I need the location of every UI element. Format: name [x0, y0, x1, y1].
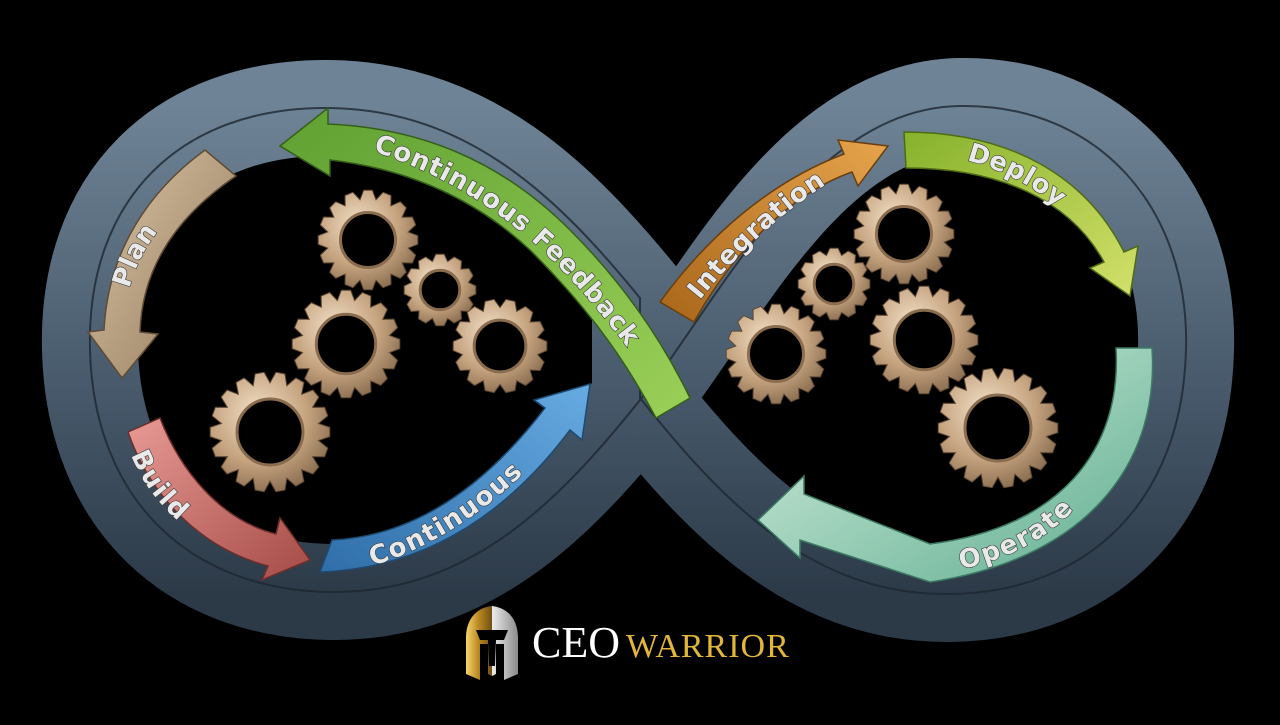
gear-icon — [317, 189, 419, 291]
operate-arrow — [756, 347, 1154, 583]
gear-cluster-right — [725, 183, 1059, 489]
gear-icon — [853, 183, 955, 285]
brand-ceo-text: CEO — [532, 618, 620, 667]
deploy-arrow — [903, 131, 1139, 298]
spartan-helmet-icon — [466, 606, 518, 680]
plan-arrow — [86, 149, 238, 380]
continuous-arrow — [318, 382, 591, 573]
gear-icon — [869, 285, 979, 395]
gear-icon — [291, 289, 401, 399]
continuous-feedback-arrow — [278, 106, 691, 420]
gear-cluster-left — [209, 189, 548, 493]
gear-icon — [725, 303, 827, 405]
gear-icon — [797, 247, 871, 321]
integration-arrow — [658, 139, 890, 324]
gear-icon — [937, 367, 1059, 489]
brand-warrior-text: WARRIOR — [626, 628, 790, 665]
gear-icon — [209, 371, 331, 493]
gear-icon — [452, 298, 548, 394]
gear-icon — [403, 253, 477, 327]
build-arrow — [127, 416, 312, 582]
